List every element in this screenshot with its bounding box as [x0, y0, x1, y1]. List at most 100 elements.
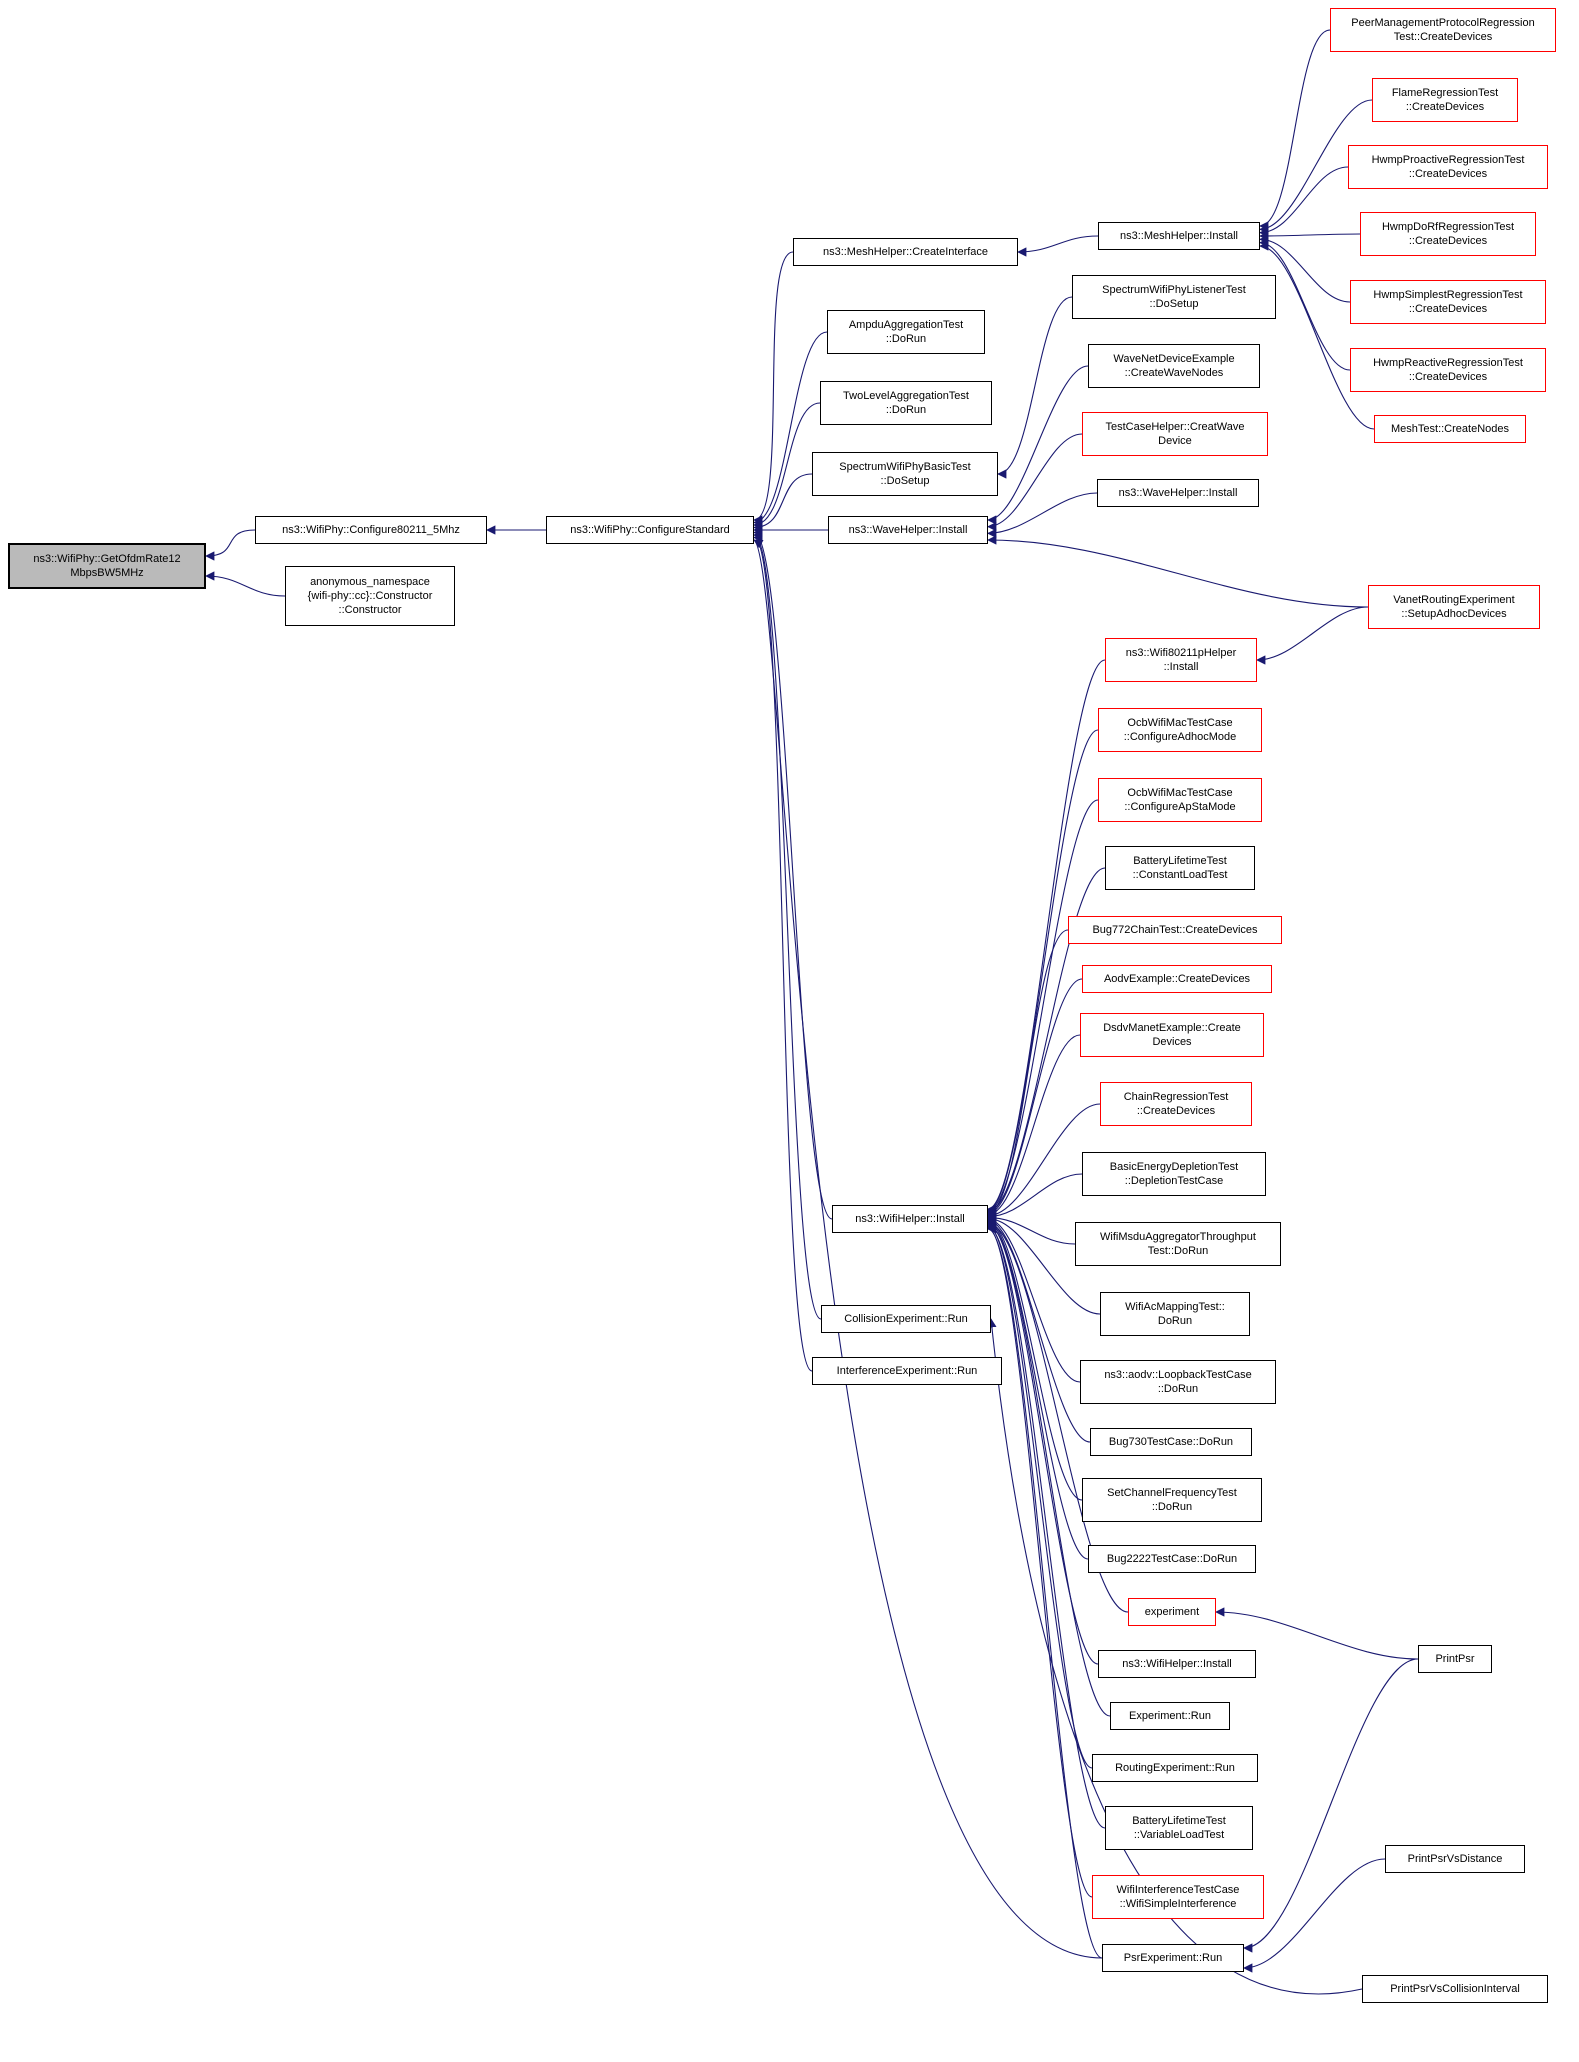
- node-setchan[interactable]: SetChannelFrequencyTest ::DoRun: [1082, 1478, 1262, 1522]
- edge-wavenet-to-wavein2: [987, 365, 1089, 525]
- edge-bug730-to-wifiinst: [987, 1215, 1091, 1443]
- edge-acmap-to-wifiinst: [987, 1213, 1101, 1315]
- node-ocbadhoc[interactable]: OcbWifiMacTestCase ::ConfigureAdhocMode: [1098, 708, 1262, 752]
- node-hwmpdorf[interactable]: HwmpDoRfRegressionTest ::CreateDevices: [1360, 212, 1536, 256]
- node-ppvci[interactable]: PrintPsrVsCollisionInterval: [1362, 1975, 1548, 2003]
- edge-psrrun-to-wifiinst: [987, 1224, 1103, 1959]
- edge-hwmpreact-to-meshin: [1259, 238, 1351, 371]
- node-specbasic[interactable]: SpectrumWifiPhyBasicTest ::DoSetup: [812, 452, 998, 496]
- node-vanet[interactable]: VanetRoutingExperiment ::SetupAdhocDevic…: [1368, 585, 1540, 629]
- edge-hwmppro-to-meshin: [1259, 166, 1349, 238]
- node-dsdv[interactable]: DsdvManetExample::Create Devices: [1080, 1013, 1264, 1057]
- edge-ctor-to-get: [205, 571, 286, 597]
- node-meshin[interactable]: ns3::MeshHelper::Install: [1098, 222, 1260, 250]
- node-bug2222[interactable]: Bug2222TestCase::DoRun: [1088, 1545, 1256, 1573]
- edge-batconst-to-wifiinst: [987, 867, 1106, 1217]
- edge-msdu-to-wifiinst: [987, 1212, 1076, 1245]
- node-ampdu[interactable]: AmpduAggregationTest ::DoRun: [827, 310, 985, 354]
- edge-wavein1-to-wavein2: [987, 492, 1098, 538]
- edge-ampdu-to-cfgstd: [753, 331, 828, 528]
- edge-vanet-to-wavein2: [987, 535, 1369, 608]
- node-acmap[interactable]: WifiAcMappingTest:: DoRun: [1100, 1292, 1250, 1336]
- node-speclist[interactable]: SpectrumWifiPhyListenerTest ::DoSetup: [1072, 275, 1276, 319]
- edge-basicenergy-to-wifiinst: [987, 1173, 1083, 1222]
- edge-specbasic-to-cfgstd: [753, 473, 813, 533]
- node-msdu[interactable]: WifiMsduAggregatorThroughput Test::DoRun: [1075, 1222, 1281, 1266]
- edge-twolevel-to-cfgstd: [753, 402, 821, 530]
- node-wavein2[interactable]: ns3::WaveHelper::Install: [828, 516, 988, 544]
- node-intfrun[interactable]: InterferenceExperiment::Run: [812, 1357, 1002, 1385]
- node-hwmppro[interactable]: HwmpProactiveRegressionTest ::CreateDevi…: [1348, 145, 1548, 189]
- edge-speclist-to-specbasic: [997, 296, 1073, 479]
- node-p80211[interactable]: ns3::Wifi80211pHelper ::Install: [1105, 638, 1257, 682]
- edge-batvar-to-wifiinst: [987, 1222, 1106, 1829]
- edge-meshtest-to-meshin: [1259, 241, 1375, 430]
- edge-vanet-to-p80211: [1256, 606, 1369, 665]
- edge-psrrun-to-cfgstd: [753, 539, 1103, 1959]
- node-routing[interactable]: RoutingExperiment::Run: [1092, 1754, 1258, 1782]
- edge-peer-to-meshin: [1259, 29, 1331, 231]
- edge-setchan-to-wifiinst: [987, 1216, 1083, 1501]
- node-ctor[interactable]: anonymous_namespace {wifi-phy::cc}::Cons…: [285, 566, 455, 626]
- node-cfgstd[interactable]: ns3::WifiPhy::ConfigureStandard: [546, 516, 754, 544]
- node-loopback[interactable]: ns3::aodv::LoopbackTestCase ::DoRun: [1080, 1360, 1276, 1404]
- node-peer[interactable]: PeerManagementProtocolRegression Test::C…: [1330, 8, 1556, 52]
- node-cfg5[interactable]: ns3::WifiPhy::Configure80211_5Mhz: [255, 516, 487, 544]
- edge-meshin-to-meshci: [1017, 235, 1099, 257]
- edge-hwmpdorf-to-meshin: [1259, 231, 1361, 241]
- node-meshci[interactable]: ns3::MeshHelper::CreateInterface: [793, 238, 1018, 266]
- edge-bug2222-to-wifiinst: [987, 1217, 1089, 1560]
- node-batconst[interactable]: BatteryLifetimeTest ::ConstantLoadTest: [1105, 846, 1255, 890]
- node-ocbapsta[interactable]: OcbWifiMacTestCase ::ConfigureApStaMode: [1098, 778, 1262, 822]
- edge-experiment-to-wifiinst: [987, 1218, 1129, 1613]
- node-wifiintf[interactable]: WifiInterferenceTestCase ::WifiSimpleInt…: [1092, 1875, 1264, 1919]
- edge-meshci-to-cfgstd: [753, 251, 794, 525]
- node-wavenet[interactable]: WaveNetDeviceExample ::CreateWaveNodes: [1088, 344, 1260, 388]
- node-hwmpsimp[interactable]: HwmpSimplestRegressionTest ::CreateDevic…: [1350, 280, 1546, 324]
- edge-printpsr-to-experiment: [1215, 1607, 1419, 1660]
- edge-ppvd-to-psrrun: [1243, 1858, 1386, 1973]
- node-tchwave[interactable]: TestCaseHelper::CreatWave Device: [1082, 412, 1268, 456]
- node-ppvd[interactable]: PrintPsrVsDistance: [1385, 1845, 1525, 1873]
- edge-chainreg-to-wifiinst: [987, 1103, 1101, 1221]
- node-wavein1[interactable]: ns3::WaveHelper::Install: [1097, 479, 1259, 507]
- edge-routing-to-wifiinst: [987, 1221, 1093, 1769]
- node-flame[interactable]: FlameRegressionTest ::CreateDevices: [1372, 78, 1518, 122]
- edge-flame-to-meshin: [1259, 99, 1373, 234]
- node-meshtest[interactable]: MeshTest::CreateNodes: [1374, 415, 1526, 443]
- edge-cfg5-to-get: [205, 529, 256, 561]
- edge-bug772-to-wifiinst: [987, 929, 1069, 1218]
- edge-wifiinst-to-cfgstd: [753, 527, 833, 1220]
- node-bug730[interactable]: Bug730TestCase::DoRun: [1090, 1428, 1252, 1456]
- node-chainreg[interactable]: ChainRegressionTest ::CreateDevices: [1100, 1082, 1252, 1126]
- edge-dsdv-to-wifiinst: [987, 1034, 1081, 1220]
- node-bug772[interactable]: Bug772ChainTest::CreateDevices: [1068, 916, 1282, 944]
- node-twolevel[interactable]: TwoLevelAggregationTest ::DoRun: [820, 381, 992, 425]
- node-batvar[interactable]: BatteryLifetimeTest ::VariableLoadTest: [1105, 1806, 1253, 1850]
- edge-tchwave-to-wavein2: [987, 433, 1083, 532]
- edge-exprun-to-wifiinst: [987, 1220, 1111, 1717]
- node-printpsr[interactable]: PrintPsr: [1418, 1645, 1492, 1673]
- edge-wifiintf-to-wifiinst: [987, 1223, 1093, 1898]
- node-wifiinst[interactable]: ns3::WifiHelper::Install: [832, 1205, 988, 1233]
- node-experiment[interactable]: experiment: [1128, 1598, 1216, 1626]
- edge-ppvci-to-collrun: [987, 1318, 1363, 1995]
- node-basicenergy[interactable]: BasicEnergyDepletionTest ::DepletionTest…: [1082, 1152, 1266, 1196]
- edge-collrun-to-cfgstd: [753, 530, 822, 1320]
- edge-paths: [205, 29, 1419, 1995]
- node-hwmpreact[interactable]: HwmpReactiveRegressionTest ::CreateDevic…: [1350, 348, 1546, 392]
- edge-ocbadhoc-to-wifiinst: [987, 729, 1099, 1215]
- edge-printpsr-to-psrrun: [1243, 1658, 1419, 1953]
- edge-hwmpsimp-to-meshin: [1259, 234, 1351, 303]
- node-psrrun[interactable]: PsrExperiment::Run: [1102, 1944, 1244, 1972]
- edge-aodvex-to-wifiinst: [987, 978, 1083, 1219]
- node-get: ns3::WifiPhy::GetOfdmRate12 MbpsBW5MHz: [8, 543, 206, 589]
- node-aodvex[interactable]: AodvExample::CreateDevices: [1082, 965, 1272, 993]
- edge-wifiinst2-to-wifiinst: [987, 1219, 1099, 1665]
- edge-intfrun-to-cfgstd: [753, 533, 813, 1372]
- node-wifiinst2[interactable]: ns3::WifiHelper::Install: [1098, 1650, 1256, 1678]
- node-exprun[interactable]: Experiment::Run: [1110, 1702, 1230, 1730]
- node-collrun[interactable]: CollisionExperiment::Run: [821, 1305, 991, 1333]
